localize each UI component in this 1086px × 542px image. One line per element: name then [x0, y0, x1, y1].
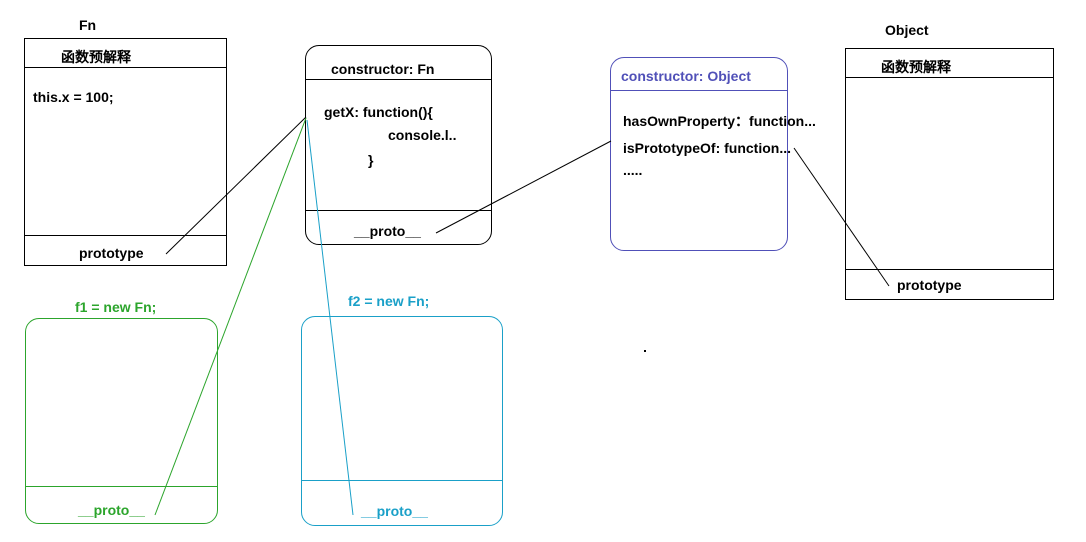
object-prototype-box: constructor: Object hasOwnProperty：funct…	[610, 57, 816, 251]
fn-prototype-line-1: getX: function(){	[324, 104, 433, 120]
f1-footer-divider	[26, 486, 217, 487]
fn-body-text: this.x = 100;	[33, 89, 114, 105]
f1-proto-to-fn-prototype-link	[154, 117, 307, 516]
fn-prototype-footer-divider	[306, 210, 491, 211]
fn-header-divider	[25, 67, 226, 68]
fn-title: Fn	[79, 17, 97, 33]
fn-prototype-header-divider	[306, 79, 491, 80]
f2-proto-label: __proto__	[361, 503, 428, 519]
fn-prototype-line-3: }	[368, 152, 374, 168]
object-prototype-line-1: hasOwnProperty：function...	[623, 113, 816, 129]
f2-label: f2 = new Fn;	[348, 293, 430, 309]
f2-instance-box: __proto__	[301, 316, 503, 526]
f1-label: f1 = new Fn;	[75, 299, 157, 315]
fn-function-box: 函数预解释 this.x = 100; prototype	[24, 38, 227, 266]
object-footer-divider	[846, 269, 1053, 270]
fn-prototype-proto-label: __proto__	[354, 223, 421, 239]
object-title: Object	[885, 22, 929, 38]
fn-footer-divider	[25, 235, 226, 236]
fn-header-label: 函数预解释	[61, 49, 131, 65]
stray-dot	[644, 350, 646, 352]
fn-prototype-header: constructor: Fn	[331, 61, 435, 77]
f1-instance-box: __proto__	[25, 318, 218, 524]
object-prototype-line-2: isPrototypeOf: function...	[623, 140, 791, 156]
fn-prototype-label: prototype	[79, 245, 144, 261]
fn-prototype-line-2: console.l..	[388, 127, 457, 143]
object-prototype-header-divider	[611, 90, 787, 91]
fn-prototype-to-fn-prototype-object-link	[165, 116, 307, 255]
object-prototype-header: constructor: Object	[621, 68, 751, 84]
fn-prototype-proto-to-object-prototype-link	[435, 140, 612, 234]
f2-footer-divider	[302, 480, 502, 481]
object-header-label: 函数预解释	[881, 59, 951, 75]
object-prototype-label: prototype	[897, 277, 962, 293]
f1-proto-label: __proto__	[78, 502, 145, 518]
object-prototype-to-object-prototype-box-link	[793, 147, 890, 287]
object-header-divider	[846, 77, 1053, 78]
f2-proto-to-fn-prototype-link	[306, 119, 354, 516]
object-prototype-line-3: .....	[623, 162, 643, 178]
object-function-box: 函数预解释 prototype	[845, 48, 1054, 300]
fn-prototype-box: constructor: Fn getX: function(){ consol…	[305, 45, 492, 245]
